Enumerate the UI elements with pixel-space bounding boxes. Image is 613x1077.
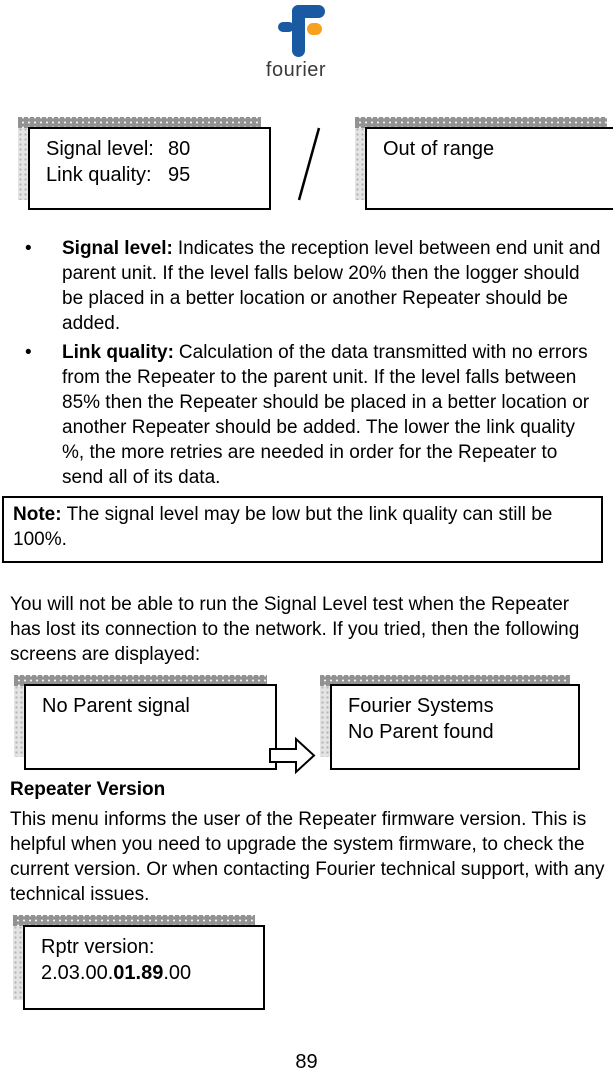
lcd-screen-out-of-range: Out of range bbox=[365, 127, 613, 210]
lcd-link-label: Link quality: bbox=[46, 164, 152, 186]
lcd-link-value: 95 bbox=[168, 164, 191, 186]
version-bold-part: 01.89 bbox=[113, 962, 164, 984]
version-prefix: 2.03.00. bbox=[41, 962, 114, 984]
bullet-lead: Signal level: bbox=[62, 238, 173, 259]
version-suffix: .00 bbox=[163, 962, 192, 984]
fourier-logo-icon bbox=[276, 2, 342, 60]
lcd-line: Out of range bbox=[383, 138, 495, 160]
note-lead: Note: bbox=[13, 504, 62, 525]
bullet-item-signal-level: Signal level:Indicates the reception lev… bbox=[0, 236, 602, 336]
lcd-line: Link quality: 95 bbox=[46, 162, 269, 188]
lcd-signal-value: 80 bbox=[168, 138, 191, 160]
logo-f-left-nub bbox=[278, 22, 294, 32]
lcd-version-line: 2.03.00.01.89.00 bbox=[41, 960, 263, 986]
note-text: The signal level may be low but the link… bbox=[13, 504, 553, 550]
paragraph-signal-test: You will not be able to run the Signal L… bbox=[10, 594, 580, 665]
lcd-line: Fourier Systems bbox=[348, 695, 494, 717]
bullet-lead: Link quality: bbox=[62, 342, 174, 363]
bullet-text: Calculation of the data transmitted with… bbox=[62, 342, 590, 488]
lcd-line: Signal level: 80 bbox=[46, 136, 269, 162]
heading-repeater-version: Repeater Version bbox=[10, 779, 166, 800]
note-box: Note:The signal level may be low but the… bbox=[2, 496, 603, 563]
logo-orange-dash bbox=[307, 23, 322, 35]
bullet-list: Signal level:Indicates the reception lev… bbox=[0, 236, 608, 494]
lcd-screen-rptr-version: Rptr version: 2.03.00.01.89.00 bbox=[23, 925, 265, 1010]
logo-f-top-bar bbox=[292, 5, 325, 18]
page-number: 89 bbox=[295, 1051, 318, 1073]
right-arrow-icon bbox=[269, 736, 316, 775]
slash-divider-icon bbox=[297, 127, 321, 201]
lcd-signal-label: Signal level: bbox=[46, 138, 154, 160]
lcd-line: Rptr version: bbox=[41, 936, 155, 958]
lcd-screen-no-parent-signal: No Parent signal bbox=[24, 684, 277, 770]
logo-f-vertical-bar bbox=[292, 5, 305, 57]
paragraph-repeater-version: This menu informs the user of the Repeat… bbox=[10, 809, 605, 905]
bullet-text: Indicates the reception level between en… bbox=[62, 238, 601, 334]
logo-wordmark: fourier bbox=[265, 59, 327, 81]
lcd-screen-no-parent-found: Fourier Systems No Parent found bbox=[330, 684, 580, 770]
bullet-item-link-quality: Link quality:Calculation of the data tra… bbox=[0, 340, 602, 490]
lcd-line: No Parent signal bbox=[42, 695, 190, 717]
lcd-line: No Parent found bbox=[348, 721, 494, 743]
lcd-screen-signal-level: Signal level: 80 Link quality: 95 bbox=[28, 127, 271, 210]
